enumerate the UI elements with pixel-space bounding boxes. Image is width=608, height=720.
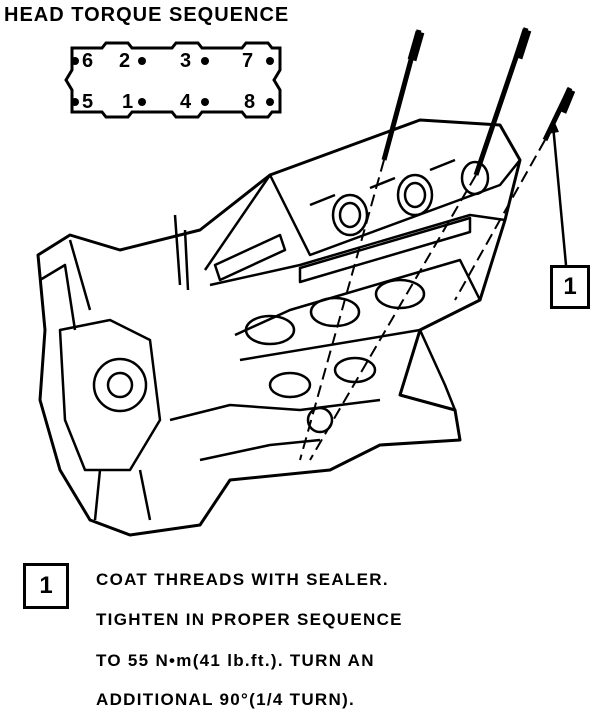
bolt-number: 7 xyxy=(242,50,254,72)
note-number-box: 1 xyxy=(23,563,69,609)
page-title: HEAD TORQUE SEQUENCE xyxy=(4,4,290,26)
note-line: TO 55 N•m(41 lb.ft.). TURN AN xyxy=(96,651,375,670)
bolt-number: 2 xyxy=(119,50,131,72)
note-line: TIGHTEN IN PROPER SEQUENCE xyxy=(96,610,403,629)
bolt-number: 1 xyxy=(122,91,134,113)
cylinder-head-outline xyxy=(64,41,282,119)
note-line: COAT THREADS WITH SEALER. xyxy=(96,570,389,589)
torque-sequence-diagram: 6 2 3 7 5 1 4 8 xyxy=(62,40,288,120)
bolt-number: 8 xyxy=(244,91,256,113)
bolt-number: 6 xyxy=(82,50,94,72)
bolt-number: 5 xyxy=(82,91,94,113)
note-line: ADDITIONAL 90°(1/4 TURN). xyxy=(96,690,356,709)
bolt-number: 3 xyxy=(180,50,192,72)
callout-number-box: 1 xyxy=(550,265,590,309)
bolt-number: 4 xyxy=(180,91,192,113)
